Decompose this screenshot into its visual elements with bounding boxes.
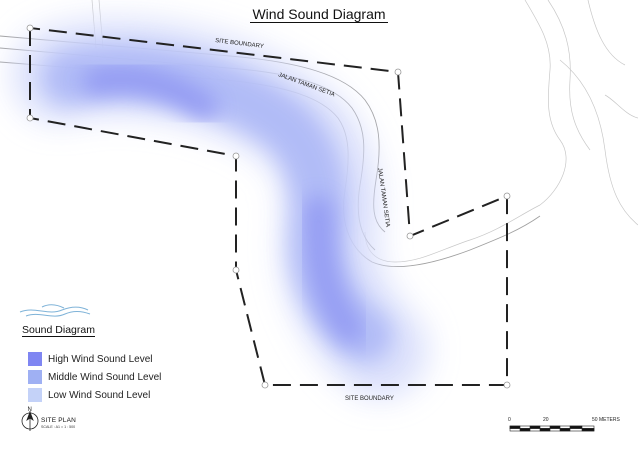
scale-tick-20: 20 [543, 417, 549, 423]
wind-sound-zones [12, 19, 428, 398]
legend-swatch-high [28, 352, 42, 366]
legend-swatch-middle [28, 370, 42, 384]
diagram-title: Wind Sound Diagram [250, 6, 388, 23]
site-boundary-label-bottom: SITE BOUNDARY [345, 396, 394, 402]
scale-bar-icon [509, 425, 595, 432]
legend-swatch-low [28, 388, 42, 402]
legend-title: Sound Diagram [22, 324, 95, 337]
legend-item-low: Low Wind Sound Level [28, 388, 150, 402]
north-letter: N [28, 407, 32, 413]
wind-wave-icon [19, 304, 91, 317]
site-boundary [29, 27, 508, 386]
legend-label-middle: Middle Wind Sound Level [48, 371, 162, 383]
scale-note: SCALE : A1 = 1 : 500 [41, 425, 76, 429]
legend-item-high: High Wind Sound Level [28, 352, 153, 366]
legend-item-middle: Middle Wind Sound Level [28, 370, 161, 384]
boundary-nodes [26, 24, 511, 389]
legend-label-low: Low Wind Sound Level [48, 389, 151, 401]
site-boundary-label-top: SITE BOUNDARY [215, 38, 264, 50]
site-plan-label: SITE PLAN [41, 417, 77, 424]
north-arrow-icon [21, 410, 39, 431]
legend-label-high: High Wind Sound Level [48, 353, 153, 365]
scale-tick-50: 50 METERS [592, 417, 620, 423]
scale-tick-0: 0 [508, 417, 511, 423]
